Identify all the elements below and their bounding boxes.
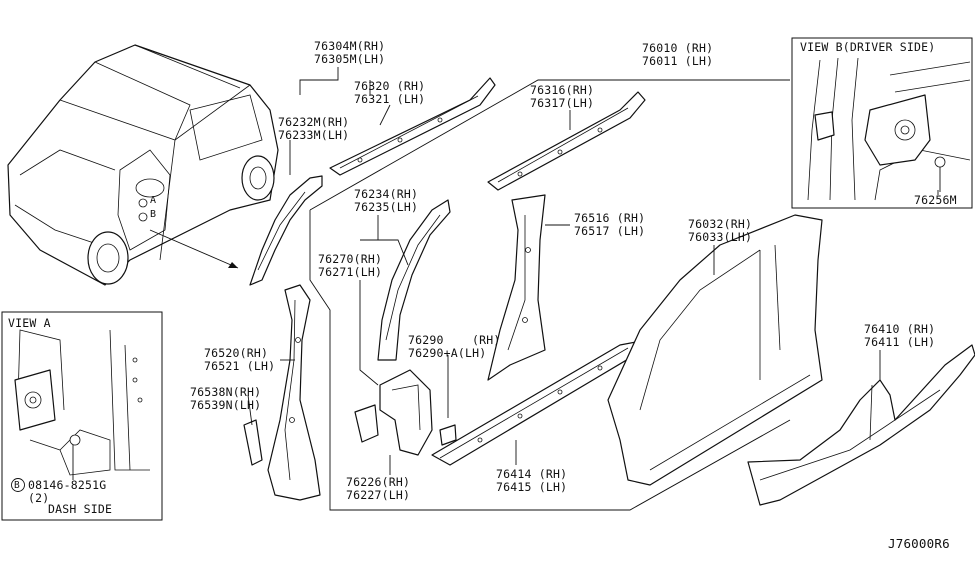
label-76256M: 76256M	[914, 193, 957, 207]
label-76304M: 76304M(RH)	[314, 39, 386, 53]
part-76410-sill-outer	[747, 344, 975, 506]
part-76320-roof-rail	[329, 77, 496, 176]
label-76234: 76234(RH)	[354, 187, 419, 201]
label-76010: 76010 (RH)	[642, 41, 714, 55]
label-76538N: 76538N(RH)	[190, 385, 262, 399]
dash-side-caption: DASH SIDE	[48, 502, 113, 516]
label-bolt-qty: (2)	[28, 491, 50, 505]
label-76270: 76270(RH)	[318, 252, 383, 266]
bolt-callout-marker: B	[14, 480, 20, 491]
label-76317: 76317(LH)	[530, 96, 595, 110]
vehicle-illustration	[7, 44, 279, 286]
part-76234-front-pillar	[377, 199, 451, 361]
label-76320: 76320 (RH)	[354, 79, 426, 93]
leader-lines	[247, 67, 939, 475]
part-76232M-pillar-strip	[249, 175, 323, 286]
view-a-title: VIEW A	[8, 316, 51, 330]
label-76011: 76011 (LH)	[642, 54, 714, 68]
label-76305M: 76305M(LH)	[314, 52, 386, 66]
label-76415: 76415 (LH)	[496, 480, 568, 494]
part-76316-roof-rail	[487, 91, 646, 191]
view-a-inset	[1, 311, 163, 521]
label-76411: 76411 (LH)	[864, 335, 936, 349]
label-76233M: 76233M(LH)	[278, 128, 350, 142]
label-76271: 76271(LH)	[318, 265, 383, 279]
label-76516: 76516 (RH)	[574, 211, 646, 225]
label-76414: 76414 (RH)	[496, 467, 568, 481]
label-76321: 76321 (LH)	[354, 92, 426, 106]
assembly-bracket-lines	[309, 79, 791, 511]
label-76032: 76032(RH)	[688, 217, 753, 231]
marker-b: B	[150, 209, 157, 220]
label-76033: 76033(LH)	[688, 230, 753, 244]
part-76516-center-pillar	[487, 194, 546, 381]
label-76235: 76235(LH)	[354, 200, 419, 214]
label-76521: 76521 (LH)	[204, 359, 276, 373]
label-76227: 76227(LH)	[346, 488, 411, 502]
label-76290A: 76290+A(LH)	[408, 346, 487, 360]
label-76290: 76290	[408, 333, 444, 347]
part-76520-front-pillar	[243, 284, 321, 501]
part-76290-bracket	[354, 369, 457, 456]
label-76517: 76517 (LH)	[574, 224, 646, 238]
view-b-title: VIEW B(DRIVER SIDE)	[800, 40, 936, 54]
label-76316: 76316(RH)	[530, 83, 595, 97]
view-b-inset	[791, 37, 973, 209]
label-76539N: 76539N(LH)	[190, 398, 262, 412]
label-bolt-08146: 08146-8251G	[28, 478, 107, 492]
diagram-code: J76000R6	[888, 536, 950, 551]
marker-a: A	[150, 195, 157, 206]
label-76520: 76520(RH)	[204, 346, 269, 360]
label-76290-rh: (RH)	[472, 333, 501, 347]
part-76032-body-side-outer	[607, 214, 823, 486]
label-76410: 76410 (RH)	[864, 322, 936, 336]
label-76226: 76226(RH)	[346, 475, 411, 489]
label-76232M: 76232M(RH)	[278, 115, 350, 129]
